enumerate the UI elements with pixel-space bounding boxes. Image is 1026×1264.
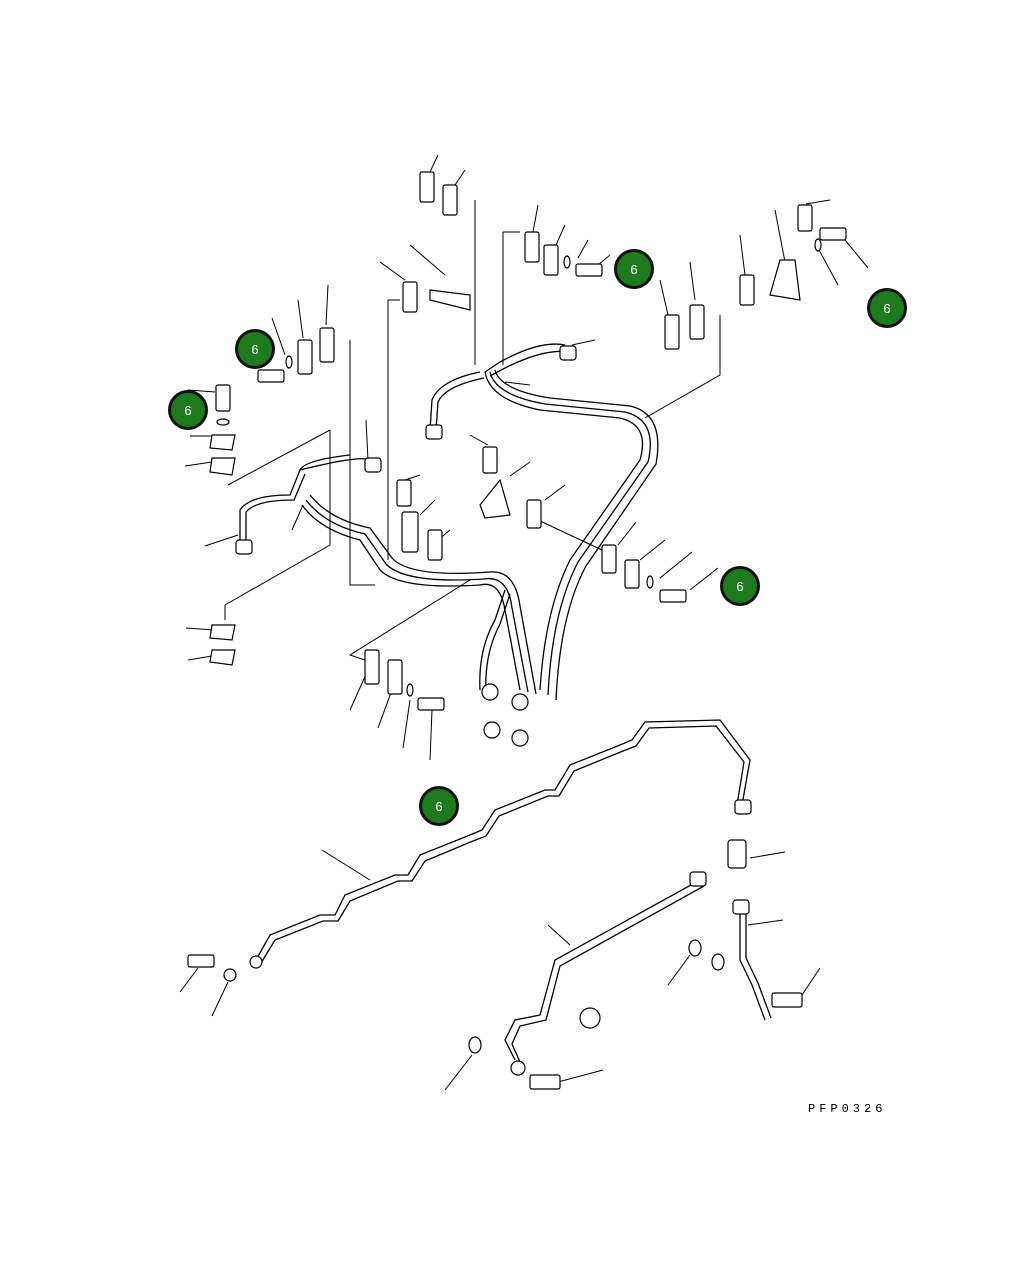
- ref-badge-6[interactable]: 6: [168, 390, 208, 430]
- bolts-and-washers: [187, 204, 847, 1090]
- ref-badge-6[interactable]: 6: [720, 566, 760, 606]
- injection-pipe-bundle: [239, 343, 659, 701]
- ref-badge-6[interactable]: 6: [235, 329, 275, 369]
- leader-lines: [179, 154, 869, 1091]
- ref-badge-6[interactable]: 6: [614, 249, 654, 289]
- return-pipe: [504, 879, 772, 1063]
- drawing-code: PFP0326: [808, 1102, 887, 1116]
- fittings: [209, 171, 801, 1076]
- ref-badge-6[interactable]: 6: [867, 288, 907, 328]
- ref-badge-6[interactable]: 6: [419, 786, 459, 826]
- leak-off-pipe: [255, 719, 751, 964]
